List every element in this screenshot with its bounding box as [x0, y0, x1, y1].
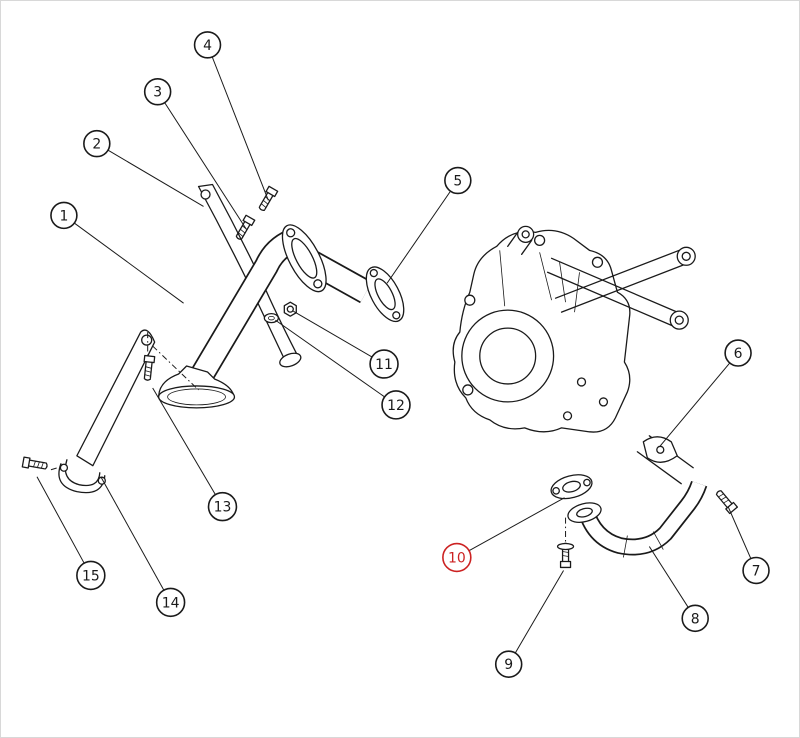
callout-13-circle	[207, 491, 238, 522]
callout-2-circle	[83, 129, 111, 158]
nut	[283, 301, 297, 317]
bolt-4	[256, 185, 279, 213]
callout-10-circle	[442, 542, 472, 573]
callout-5-circle	[444, 166, 472, 195]
washer	[263, 313, 279, 324]
callout-5[interactable]: 5	[444, 166, 472, 195]
leader-line-4	[207, 44, 269, 201]
callout-15-circle	[76, 560, 106, 591]
pickup-tube	[158, 224, 373, 409]
callout-14-circle	[155, 587, 186, 618]
callout-5-label: 5	[453, 173, 462, 189]
bolt-15	[21, 456, 49, 472]
washer-9	[556, 542, 575, 551]
callout-4[interactable]: 4	[193, 31, 222, 59]
callout-7-circle	[742, 556, 770, 585]
leader-line-5	[386, 180, 459, 284]
leader-line-1	[63, 215, 184, 304]
callout-8[interactable]: 8	[681, 604, 709, 633]
callout-4-circle	[193, 31, 222, 59]
callout-1-circle	[50, 201, 78, 230]
leader-line-2	[96, 143, 204, 207]
callout-6-circle	[724, 339, 752, 367]
bolt-3	[233, 214, 256, 242]
leader-line-10	[456, 497, 565, 558]
callout-10-label: 10	[448, 550, 466, 566]
leader-line-15	[36, 476, 92, 576]
bolt-7	[713, 487, 738, 515]
bolt-13	[141, 354, 156, 382]
callout-2-label: 2	[92, 137, 101, 153]
leader-line-13	[152, 387, 223, 507]
outlet-tube	[576, 480, 708, 558]
callout-7[interactable]: 7	[742, 556, 770, 585]
callout-7-label: 7	[752, 563, 761, 579]
callout-2[interactable]: 2	[83, 129, 111, 158]
callout-3[interactable]: 3	[143, 77, 172, 106]
axis-line-bracket	[152, 345, 199, 391]
callout-12-circle	[381, 390, 411, 420]
callout-1-label: 1	[59, 208, 68, 224]
leader-line-14	[100, 476, 172, 603]
callout-9-circle	[494, 650, 523, 678]
callout-6-label: 6	[734, 346, 743, 362]
callout-8-circle	[681, 604, 709, 633]
support-bracket	[58, 329, 156, 494]
gasket	[365, 266, 405, 323]
leader-line-9	[508, 570, 564, 665]
pump-housing	[452, 229, 694, 485]
leader-line-8	[648, 546, 696, 619]
callout-14-label: 14	[162, 595, 180, 611]
clamp	[642, 436, 678, 463]
leader-line-3	[157, 91, 247, 230]
callout-12[interactable]: 12	[381, 390, 411, 420]
callout-14[interactable]: 14	[155, 587, 186, 618]
linkage-arms	[507, 225, 696, 330]
callout-6[interactable]: 6	[724, 339, 752, 367]
callout-9-label: 9	[504, 657, 513, 673]
callout-13-label: 13	[214, 500, 232, 516]
tube-flange-pair	[550, 474, 602, 523]
callout-4-label: 4	[203, 38, 212, 54]
callout-8-label: 8	[691, 611, 700, 627]
callout-9[interactable]: 9	[494, 650, 523, 678]
tube-flange-upper	[281, 224, 327, 293]
leader-line-11	[293, 310, 385, 365]
callout-11-label: 11	[375, 357, 393, 373]
callout-10[interactable]: 10	[442, 542, 472, 573]
callout-3-label: 3	[153, 85, 162, 101]
callout-1[interactable]: 1	[50, 201, 78, 230]
callout-12-label: 12	[387, 398, 405, 414]
callout-11[interactable]: 11	[369, 349, 399, 379]
axis-line-15	[50, 466, 62, 471]
callout-11-circle	[369, 349, 399, 379]
leader-line-12	[275, 319, 397, 406]
strainer-bell	[158, 365, 236, 409]
leader-line-6	[659, 352, 739, 447]
callout-15[interactable]: 15	[76, 560, 106, 591]
callout-3-circle	[143, 77, 172, 106]
leader-lines	[36, 44, 757, 665]
callout-15-label: 15	[82, 568, 100, 584]
callout-13[interactable]: 13	[207, 491, 238, 522]
